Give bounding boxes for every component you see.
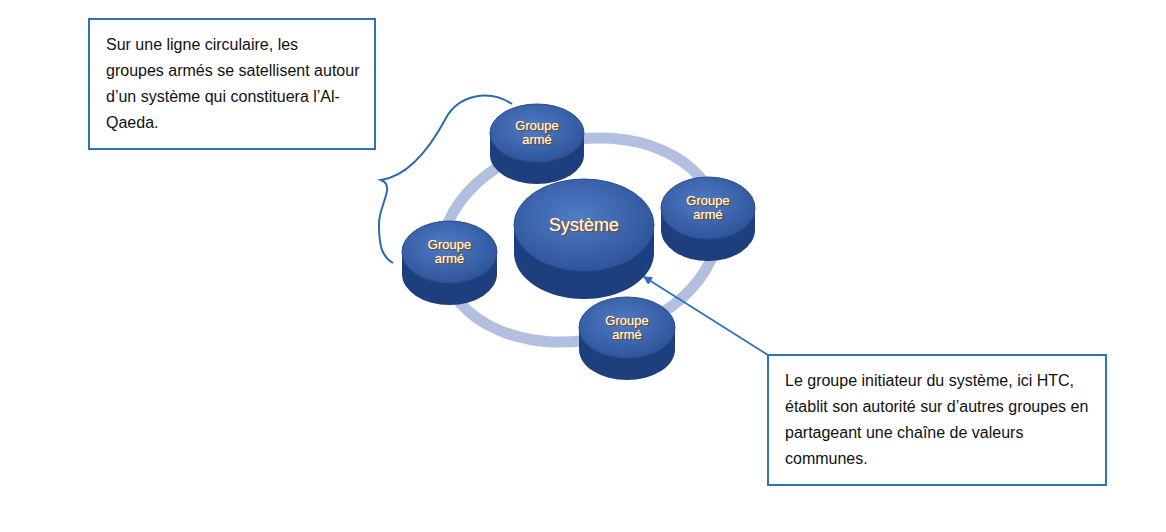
disc-label: Groupe armé bbox=[598, 314, 656, 341]
disc-top bbox=[514, 179, 654, 271]
armed-group-disc: Groupe armé bbox=[489, 103, 585, 185]
disc-label: Groupe armé bbox=[679, 194, 737, 221]
callout-text: Sur une ligne circulaire, les groupes ar… bbox=[106, 32, 360, 136]
disc-top bbox=[579, 297, 675, 358]
disc-top bbox=[661, 177, 755, 239]
disc-label: Groupe armé bbox=[421, 238, 479, 265]
armed-group-disc: Groupe armé bbox=[401, 220, 498, 306]
disc-face: Système bbox=[513, 178, 655, 272]
armed-group-disc: Groupe armé bbox=[660, 176, 756, 262]
callout-box: Le groupe initiateur du système, ici HTC… bbox=[767, 354, 1107, 486]
disc-label: Groupe armé bbox=[508, 119, 566, 146]
disc-top bbox=[490, 104, 584, 162]
callout-box: Sur une ligne circulaire, les groupes ar… bbox=[88, 18, 376, 150]
disc-face: Groupe armé bbox=[401, 220, 498, 284]
armed-group-disc: Groupe armé bbox=[578, 296, 676, 381]
disc-face: Groupe armé bbox=[489, 103, 585, 163]
callout-text: Le groupe initiateur du système, ici HTC… bbox=[785, 368, 1091, 472]
disc-shape bbox=[513, 178, 655, 300]
disc-label: Système bbox=[524, 216, 644, 235]
disc-face: Groupe armé bbox=[578, 296, 676, 359]
system-disc: Système bbox=[513, 178, 655, 300]
disc-face: Groupe armé bbox=[660, 176, 756, 240]
disc-top bbox=[402, 221, 497, 283]
